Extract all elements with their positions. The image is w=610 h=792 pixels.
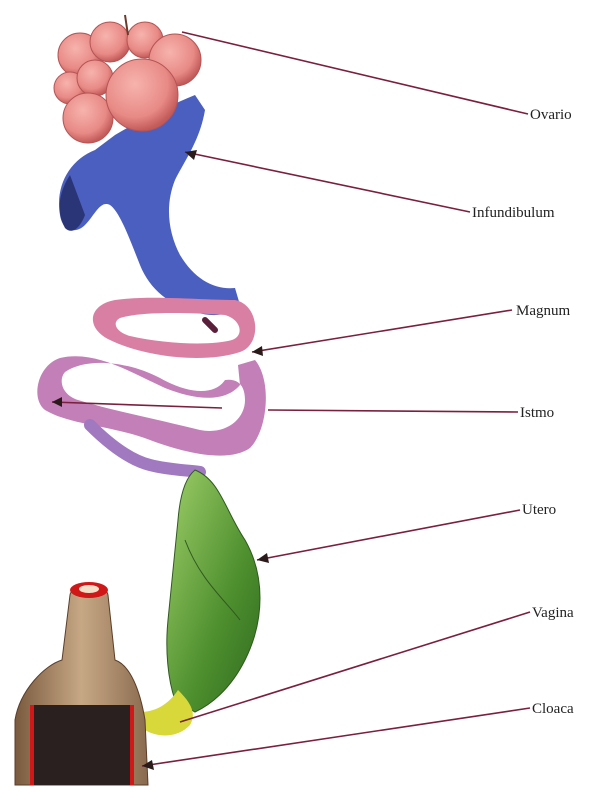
leader-magnum	[252, 310, 512, 352]
leader-ovario	[182, 32, 528, 114]
label-utero: Utero	[522, 502, 556, 518]
uterus-shape	[167, 470, 260, 712]
cloaca-shape	[15, 582, 148, 785]
label-istmo: Istmo	[520, 405, 554, 421]
leader-infundibulum	[185, 152, 470, 212]
leader-cloaca	[142, 708, 530, 766]
label-ovario: Ovario	[530, 107, 572, 123]
arrow-icon	[257, 553, 269, 563]
isthmus-shape	[37, 356, 266, 472]
label-cloaca: Cloaca	[532, 701, 574, 717]
label-infundibulum: Infundibulum	[472, 205, 555, 221]
label-magnum: Magnum	[516, 303, 570, 319]
magnum-shape	[93, 298, 255, 358]
leader-istmo	[268, 410, 518, 412]
leader-utero	[257, 510, 520, 560]
label-vagina: Vagina	[532, 605, 574, 621]
